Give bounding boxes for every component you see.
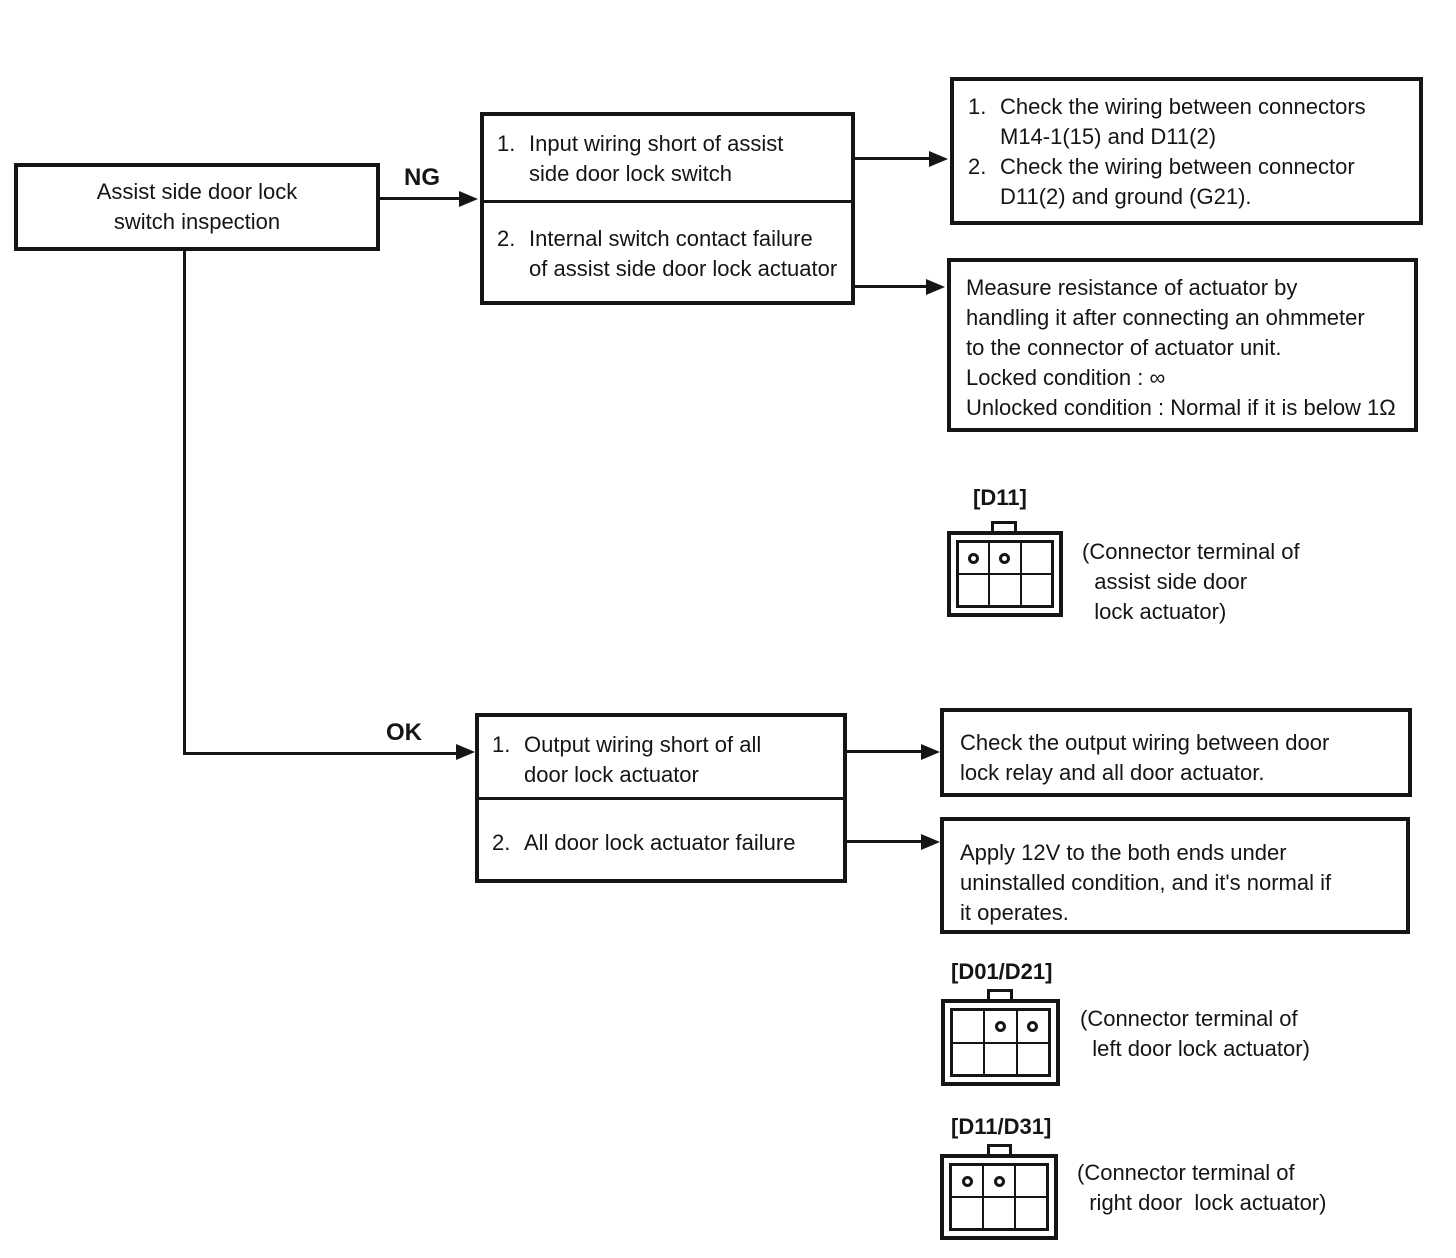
apply-12v-box: Apply 12V to the both ends under uninsta… xyxy=(940,817,1410,934)
start-box-label: Assist side door lock switch inspection xyxy=(96,179,298,234)
ok-cause-2: 2. All door lock actuator failure xyxy=(479,800,843,858)
flow-line-resistance-check xyxy=(853,285,928,288)
pin-cell xyxy=(1016,1042,1049,1075)
item-number: 1. xyxy=(968,94,987,119)
pin-cell xyxy=(1016,1010,1049,1043)
item-text: All door lock actuator failure xyxy=(524,830,796,855)
output-check-box: Check the output wiring between door loc… xyxy=(940,708,1412,797)
pin-circle xyxy=(1027,1020,1039,1032)
item-text: Check the wiring between connectors M14-… xyxy=(1000,94,1366,149)
flow-line-wiring-check xyxy=(853,157,931,160)
resistance-check-box: Measure resistance of actuator by handli… xyxy=(947,258,1418,432)
connector-d01-d21-pin-grid xyxy=(950,1008,1051,1077)
item-number: 1. xyxy=(492,732,511,757)
pin-cell xyxy=(984,1042,1017,1075)
connector-d11-caption: (Connector terminal of assist side door … xyxy=(1082,539,1300,624)
flow-line-apply-12v xyxy=(845,840,923,843)
item-text: Input wiring short of assist side door l… xyxy=(529,131,784,186)
pin-cell xyxy=(989,542,1021,574)
apply-12v-text: Apply 12V to the both ends under uninsta… xyxy=(960,840,1332,925)
arrowhead-wiring-check xyxy=(929,151,948,167)
start-box: Assist side door lock switch inspection xyxy=(14,163,380,251)
pin-cell xyxy=(989,574,1021,606)
pin-cell xyxy=(958,574,990,606)
pin-cell xyxy=(958,542,990,574)
pin-cell xyxy=(951,1197,983,1229)
pin-cell xyxy=(1020,574,1052,606)
connector-d11-label: [D11] xyxy=(973,485,1027,510)
connector-d11-d31-label: [D11/D31] xyxy=(951,1114,1052,1139)
connector-d01-d21-label: [D01/D21] xyxy=(951,959,1053,984)
flow-line-ng xyxy=(380,197,462,200)
pin-cell xyxy=(1015,1197,1047,1229)
ng-label: NG xyxy=(404,164,440,191)
item-text: Check the wiring between connector D11(2… xyxy=(1000,154,1355,209)
wiring-check-box: 1. Check the wiring between connectors M… xyxy=(950,77,1423,225)
connector-d01-d21-body xyxy=(941,999,1060,1086)
arrowhead-ng xyxy=(459,191,478,207)
item-number: 2. xyxy=(497,226,516,251)
pin-circle xyxy=(999,552,1011,564)
item-number: 2. xyxy=(492,830,511,855)
pin-circle xyxy=(961,1175,973,1187)
flow-line-vertical xyxy=(183,249,186,755)
pin-cell xyxy=(1015,1165,1047,1197)
ok-label: OK xyxy=(386,719,422,746)
pin-cell xyxy=(984,1010,1017,1043)
flow-line-output-check xyxy=(845,750,923,753)
output-check-text: Check the output wiring between door loc… xyxy=(960,730,1330,785)
item-number: 1. xyxy=(497,131,516,156)
pin-cell xyxy=(983,1197,1015,1229)
connector-d11-pin-grid xyxy=(956,540,1054,608)
item-text: Output wiring short of all door lock act… xyxy=(524,732,762,787)
flow-line-ok xyxy=(183,752,458,755)
ok-causes-box: 1. Output wiring short of all door lock … xyxy=(475,713,847,883)
connector-d11-d31-pin-grid xyxy=(949,1163,1049,1231)
pin-circle xyxy=(994,1020,1006,1032)
arrowhead-output-check xyxy=(921,744,940,760)
ok-cause-1: 1. Output wiring short of all door lock … xyxy=(479,717,843,800)
item-number: 2. xyxy=(968,154,987,179)
pin-circle xyxy=(968,552,980,564)
connector-d01-d21-caption: (Connector terminal of left door lock ac… xyxy=(1080,1006,1310,1061)
pin-cell xyxy=(952,1042,985,1075)
connector-d11-body xyxy=(947,531,1063,617)
pin-cell xyxy=(983,1165,1015,1197)
arrowhead-ok xyxy=(456,744,475,760)
pin-cell xyxy=(952,1010,985,1043)
pin-circle xyxy=(993,1175,1005,1187)
pin-cell xyxy=(951,1165,983,1197)
resistance-check-text: Measure resistance of actuator by handli… xyxy=(966,275,1396,420)
item-text: Internal switch contact failure of assis… xyxy=(529,226,838,281)
ng-cause-2: 2. Internal switch contact failure of as… xyxy=(484,203,851,284)
arrowhead-resistance-check xyxy=(926,279,945,295)
connector-d11-d31-body xyxy=(940,1154,1058,1240)
connector-d11-d31-caption: (Connector terminal of right door lock a… xyxy=(1077,1160,1327,1215)
ng-causes-box: 1. Input wiring short of assist side doo… xyxy=(480,112,855,305)
pin-cell xyxy=(1020,542,1052,574)
ng-cause-1: 1. Input wiring short of assist side doo… xyxy=(484,116,851,203)
arrowhead-apply-12v xyxy=(921,834,940,850)
